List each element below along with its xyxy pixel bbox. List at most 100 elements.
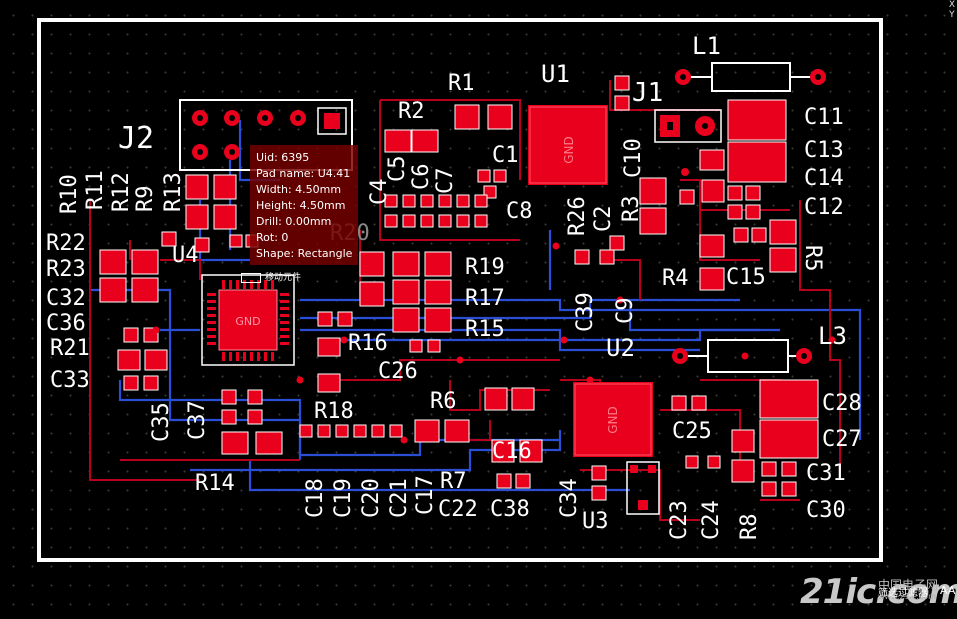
inductor-l3[interactable]: [672, 339, 812, 373]
connector-j2[interactable]: [179, 99, 353, 171]
watermark-url: www.21ic.com: [878, 592, 936, 601]
inductor-l1[interactable]: [675, 62, 826, 92]
label-c38: C38: [490, 497, 530, 522]
label-c4: C4: [367, 179, 392, 206]
tooltip-width: Width: 4.50mm: [256, 183, 342, 196]
text-size-button[interactable]: AA: [940, 584, 956, 597]
tooltip-shape: Shape: Rectangle: [256, 247, 353, 260]
label-r13: R13: [161, 172, 186, 212]
label-c34: C34: [557, 478, 582, 518]
label-c10: C10: [621, 138, 646, 178]
watermark-logo: 21ic.com 中国电子网 www.21ic.com: [800, 572, 957, 612]
smd-pads: [99, 75, 819, 501]
label-r6: R6: [430, 389, 457, 414]
label-c36: C36: [46, 311, 86, 336]
label-r19: R19: [465, 255, 505, 280]
label-c9: C9: [613, 298, 638, 325]
x-axis-glyph: X: [948, 0, 955, 10]
label-r8: R8: [737, 514, 762, 541]
label-r15: R15: [465, 317, 505, 342]
label-c13: C13: [804, 138, 844, 163]
label-c15: C15: [726, 265, 766, 290]
label-c8: C8: [506, 199, 533, 224]
label-c12: C12: [804, 195, 844, 220]
label-c23: C23: [667, 500, 692, 540]
tooltip-rot: Rot: 0: [256, 231, 289, 244]
ic-u1[interactable]: GND: [528, 105, 608, 185]
y-axis-glyph: Y: [949, 10, 955, 20]
label-r11: R11: [83, 170, 108, 210]
tooltip-uid: Uid: 6395: [256, 151, 310, 164]
label-c19: C19: [331, 478, 356, 518]
label-j2: J2: [118, 121, 154, 156]
label-c18: C18: [303, 478, 328, 518]
label-r1: R1: [448, 71, 475, 96]
label-r26: R26: [565, 196, 590, 236]
label-r4: R4: [662, 266, 689, 291]
label-r23: R23: [46, 257, 86, 282]
label-u2: U2: [606, 334, 635, 362]
label-r12: R12: [109, 172, 134, 212]
vias: [152, 168, 836, 444]
watermark-brand: 21ic.com: [800, 572, 957, 612]
label-j1: J1: [632, 78, 663, 108]
label-r16: R16: [348, 331, 388, 356]
watermark-cn: 中国电子网: [878, 578, 939, 592]
label-c7: C7: [433, 168, 458, 195]
tooltip-drill: Drill: 0.00mm: [256, 215, 332, 228]
label-c21: C21: [387, 478, 412, 518]
label-l3: L3: [818, 322, 847, 350]
label-c14: C14: [804, 166, 844, 191]
label-c2: C2: [591, 206, 616, 233]
label-c22: C22: [438, 497, 478, 522]
silkscreen-labels: J2 J1 L1 L3 U1 U2 U3 U4 R1 R2 R3 R4 R5 R…: [46, 32, 862, 540]
label-r18: R18: [314, 399, 354, 424]
label-u1: U1: [541, 60, 570, 88]
label-c16: C16: [492, 439, 532, 464]
label-c30: C30: [806, 498, 846, 523]
label-c5: C5: [385, 156, 410, 183]
pad-info-tooltip: Uid: 6395 Pad name: U4.41 Width: 4.50mm …: [250, 145, 358, 265]
label-c27: C27: [822, 427, 862, 452]
label-c37: C37: [185, 400, 210, 440]
connector-j1[interactable]: [654, 109, 722, 143]
board-outline: [37, 18, 883, 562]
label-c20: C20: [359, 478, 384, 518]
label-l1: L1: [692, 32, 721, 60]
label-u3: U3: [582, 509, 609, 534]
label-u4: U4: [172, 243, 199, 268]
label-c32: C32: [46, 286, 86, 311]
label-r3: R3: [619, 196, 644, 223]
u2-pad-net: GND: [606, 406, 620, 434]
move-component-button[interactable]: 移动元件: [241, 270, 301, 283]
label-c24: C24: [699, 500, 724, 540]
tooltip-pad-name: Pad name: U4.41: [256, 167, 351, 180]
tooltip-height: Height: 4.50mm: [256, 199, 346, 212]
label-c39: C39: [573, 292, 598, 332]
ic-u2[interactable]: GND: [573, 382, 653, 457]
u1-pad-net: GND: [562, 136, 576, 164]
label-r5: R5: [800, 245, 825, 272]
label-c35: C35: [149, 402, 174, 442]
ic-u3[interactable]: [626, 461, 660, 515]
label-r14: R14: [195, 471, 235, 496]
label-c25: C25: [672, 419, 712, 444]
ic-u4[interactable]: GND: [201, 274, 295, 366]
label-r10: R10: [57, 174, 82, 214]
move-component-label: 移动元件: [265, 273, 302, 283]
coordinate-axis-indicator: X Y: [949, 0, 955, 20]
label-c33: C33: [50, 368, 90, 393]
label-r22: R22: [46, 231, 86, 256]
label-r21: R21: [50, 336, 90, 361]
move-component-icon: [241, 272, 261, 283]
label-c6: C6: [409, 164, 434, 191]
label-r9: R9: [133, 186, 158, 213]
label-r7: R7: [440, 469, 467, 494]
label-c11: C11: [804, 105, 844, 130]
label-c31: C31: [806, 461, 846, 486]
u4-pad-net: GND: [235, 315, 260, 328]
label-r2: R2: [398, 99, 425, 124]
filter-button[interactable]: 筛选过滤器: [878, 588, 928, 599]
